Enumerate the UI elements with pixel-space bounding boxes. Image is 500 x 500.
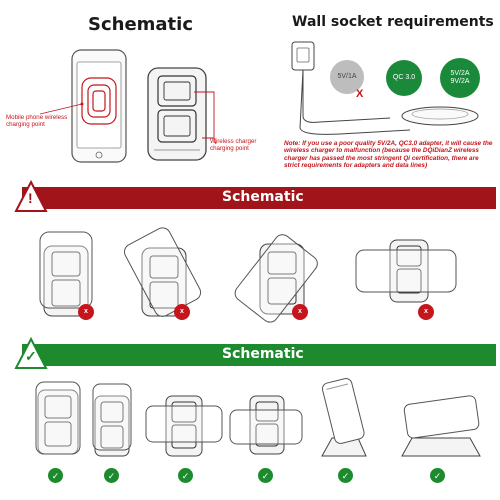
warning-triangle-icon — [14, 179, 48, 212]
phone-point-arrow — [39, 102, 84, 115]
wrong-placement-1 — [39, 231, 93, 317]
wrong-mark-3: x — [292, 304, 308, 320]
wrong-mark-1: x — [78, 304, 94, 320]
right-mark-4: ✓ — [258, 468, 273, 483]
adapter-5v2a-badge: 5V/2A 9V/2A — [440, 58, 480, 98]
adapter-qc3-label: QC 3.0 — [392, 74, 416, 81]
wrong-banner-label: Schematic — [222, 189, 304, 205]
schematic-title: Schematic — [88, 14, 194, 35]
charger-point-bracket — [194, 91, 217, 145]
right-mark-5: ✓ — [338, 468, 353, 483]
adapter-cable-illustration — [291, 41, 479, 135]
wrong-placement-3 — [234, 234, 318, 323]
right-mark-3: ✓ — [178, 468, 193, 483]
adapter-qc3-badge: QC 3.0 — [386, 60, 422, 96]
adapter-note: Note: If you use a poor quality 5V/2A, Q… — [284, 140, 493, 170]
check-badge-mark: ✓ — [25, 348, 37, 364]
right-placement-3 — [145, 395, 223, 457]
wall-socket-title: Wall socket requirements — [292, 14, 494, 30]
right-placement-2 — [92, 383, 132, 457]
right-placement-1 — [35, 381, 81, 455]
right-mark-2: ✓ — [104, 468, 119, 483]
charger-point-label: Wireless charger charging point — [210, 138, 257, 153]
adapter-5v1a-x-mark: X — [356, 88, 364, 100]
wrong-banner — [22, 187, 496, 209]
right-banner-label: Schematic — [222, 346, 304, 362]
wrong-placement-4 — [355, 239, 457, 303]
wrong-placement-2 — [123, 227, 202, 317]
right-placement-stand-portrait — [321, 378, 367, 457]
charger-illustration — [147, 67, 207, 161]
right-banner — [22, 344, 496, 366]
right-mark-6: ✓ — [430, 468, 445, 483]
phone-illustration — [71, 49, 127, 163]
right-placement-4 — [229, 395, 303, 455]
wrong-mark-4: x — [418, 304, 434, 320]
check-triangle-icon — [14, 336, 48, 369]
right-mark-1: ✓ — [48, 468, 63, 483]
wrong-mark-2: x — [174, 304, 190, 320]
adapter-5v1a-badge: 5V/1A — [330, 60, 364, 94]
adapter-5v1a-label: 5V/1A — [337, 73, 357, 80]
phone-point-label: Mobile phone wireless charging point — [6, 114, 68, 129]
right-placement-stand-landscape — [401, 395, 481, 457]
adapter-5v2a-label: 5V/2A 9V/2A — [450, 70, 470, 85]
warning-badge-mark: ! — [28, 190, 33, 206]
